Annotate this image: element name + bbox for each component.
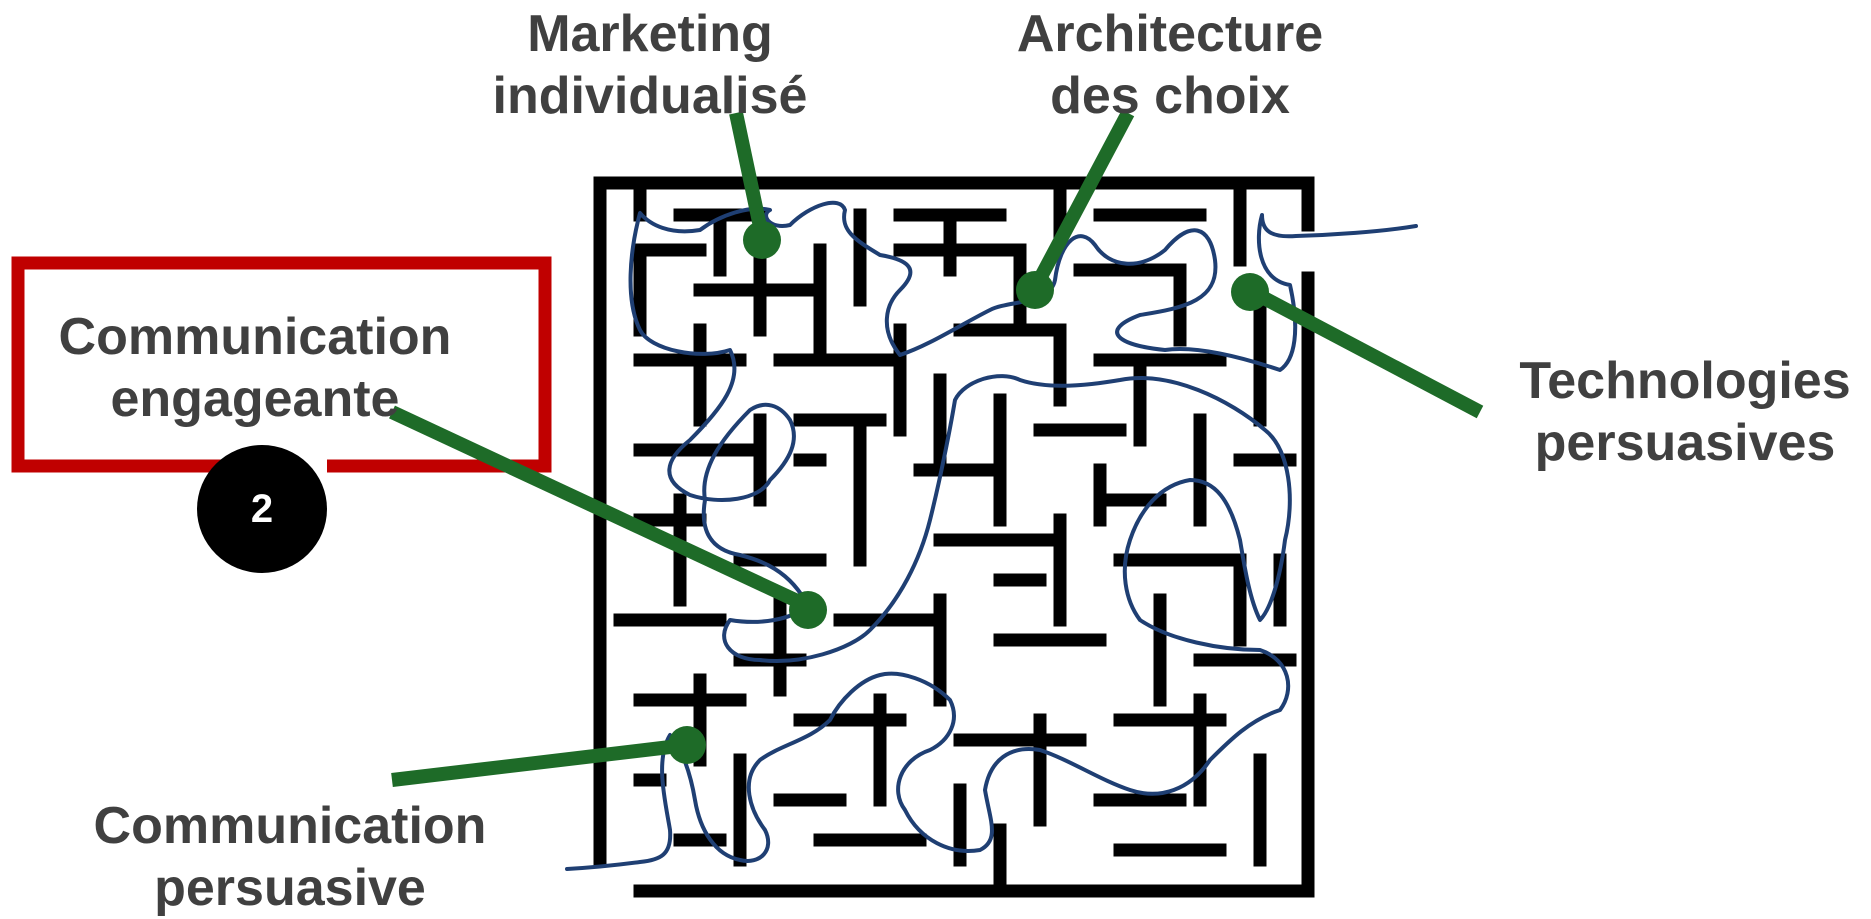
label-line: engageante [110,370,400,428]
label-communication-engageante: Communication engageante [40,306,470,430]
leader-line-engageante [389,405,811,613]
marker-dot-marketing [743,221,781,259]
step-number-badge: 2 [197,445,327,573]
leader-line-persuasive [391,738,688,787]
label-line: Communication [93,797,487,855]
label-architecture-des-choix: Architecture des choix [980,3,1360,127]
maze-inner-walls [613,176,1297,898]
leader-line-marketing [729,111,769,238]
marker-dot-engageante [789,591,827,629]
leader-line-technologies [1241,281,1484,419]
maze-outer-wall [593,176,1315,898]
label-line: Architecture [1016,5,1324,63]
label-line: Marketing [527,5,773,63]
marker-dot-technologies [1231,273,1269,311]
label-line: des choix [1050,67,1290,125]
marker-dot-persuasive [668,726,706,764]
leader-line-architecture [1028,109,1135,292]
label-technologies-persuasives: Technologies persuasives [1500,350,1870,474]
label-communication-persuasive: Communication persuasive [80,795,500,919]
label-line: Communication [58,308,452,366]
label-line: persuasives [1534,414,1836,472]
label-line: Technologies [1519,352,1851,410]
label-line: persuasive [154,859,426,917]
marker-dot-architecture [1016,271,1054,309]
maze-icon [593,176,1315,898]
label-line: individualisé [492,67,808,125]
label-marketing-individualise: Marketing individualisé [470,3,830,127]
